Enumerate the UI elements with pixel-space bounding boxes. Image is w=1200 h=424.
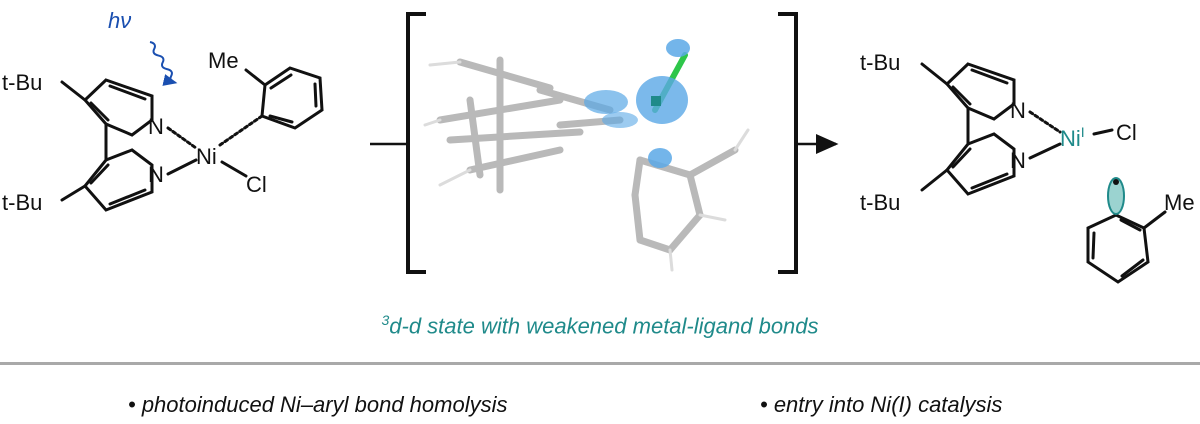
- reaction-scheme: hν Me t-Bu t-Bu N N Ni Cl: [2, 8, 1195, 284]
- r-tbu-top-label: t-Bu: [860, 50, 900, 75]
- tolyl-ring: [244, 66, 324, 130]
- caption-text: d-d state with weakened metal-ligand bon…: [389, 313, 819, 339]
- aryl-radical-ring: [1086, 210, 1167, 284]
- r-cl-label: Cl: [1116, 120, 1137, 145]
- r-me-label: Me: [1164, 190, 1195, 215]
- caption-superscript: 3: [381, 312, 390, 328]
- n-top-label: N: [148, 114, 164, 139]
- bottom-pyridine-ring: [945, 132, 1016, 196]
- bracket-right: [778, 12, 798, 274]
- tbu-bottom-label: t-Bu: [2, 190, 42, 215]
- left-complex: [60, 66, 324, 212]
- divider: [0, 362, 1200, 365]
- bottom-pyridine-ring: [83, 148, 154, 212]
- caption: 3d-d state with weakened metal-ligand bo…: [0, 312, 1200, 339]
- cl-label: Cl: [246, 172, 267, 197]
- tbu-top-label: t-Bu: [2, 70, 42, 95]
- r-ni-label: NiI: [1060, 124, 1085, 151]
- n-bottom-label: N: [148, 162, 164, 187]
- r-tbu-bottom-label: t-Bu: [860, 190, 900, 215]
- bullet-homolysis: • photoinduced Ni–aryl bond homolysis: [128, 392, 508, 417]
- r-n-bottom-label: N: [1010, 148, 1026, 173]
- radical-orbital: [1107, 177, 1125, 215]
- top-pyridine-ring: [82, 78, 154, 137]
- hv-label: hν: [108, 8, 131, 33]
- r-n-top-label: N: [1010, 98, 1026, 123]
- bullet-catalysis: • entry into Ni(I) catalysis: [760, 392, 1003, 417]
- bracket-left: [406, 12, 426, 274]
- ni-label: Ni: [196, 144, 217, 169]
- top-pyridine-ring: [944, 62, 1016, 121]
- me-label: Me: [208, 48, 239, 73]
- right-complex: [920, 62, 1167, 284]
- excited-state-model: [423, 39, 750, 272]
- hv-arrow: [149, 41, 178, 86]
